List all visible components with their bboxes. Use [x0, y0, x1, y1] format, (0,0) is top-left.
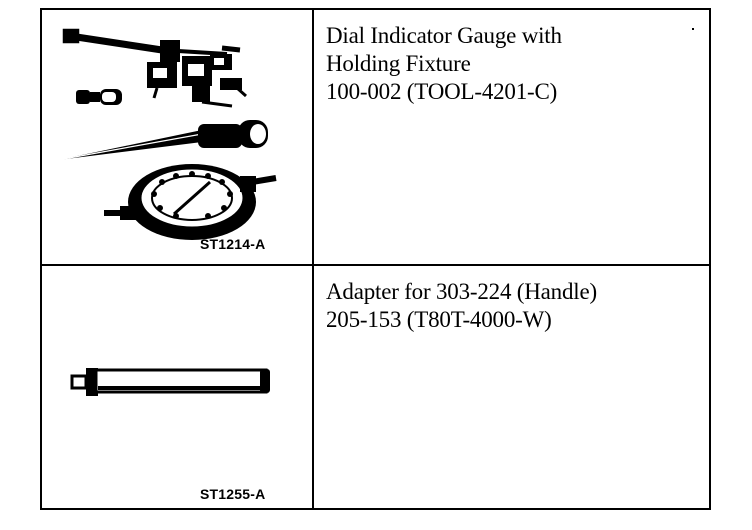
tool-description: Adapter for 303-224 (Handle) 205-153 (T8…	[326, 278, 709, 334]
tool-name-line: Adapter for 303-224 (Handle)	[326, 279, 597, 304]
tool-name-line: Holding Fixture	[326, 51, 471, 76]
handle-adapter-icon	[70, 368, 270, 396]
tool-description-cell: Dial Indicator Gauge with Holding Fixtur…	[314, 10, 709, 264]
special-tools-table: ST1214-A Dial Indicator Gauge with Holdi…	[40, 8, 711, 510]
tool-image-cell: ST1214-A	[42, 10, 314, 264]
tool-number-line: 100-002 (TOOL-4201-C)	[326, 79, 558, 104]
tool-number-line: 205-153 (T80T-4000-W)	[326, 307, 552, 332]
tool-row-handle-adapter: ST1255-A Adapter for 303-224 (Handle) 20…	[42, 266, 709, 510]
illustration-code-label: ST1214-A	[200, 236, 266, 252]
illustration-code-label: ST1255-A	[200, 486, 266, 502]
scan-speck	[692, 28, 694, 30]
tool-description-cell: Adapter for 303-224 (Handle) 205-153 (T8…	[314, 266, 709, 510]
tool-name-line: Dial Indicator Gauge with	[326, 23, 562, 48]
dial-indicator-gauge-icon	[57, 28, 277, 240]
tool-image-cell: ST1255-A	[42, 266, 314, 510]
tool-row-dial-indicator: ST1214-A Dial Indicator Gauge with Holdi…	[42, 10, 709, 266]
tool-description: Dial Indicator Gauge with Holding Fixtur…	[326, 22, 709, 106]
